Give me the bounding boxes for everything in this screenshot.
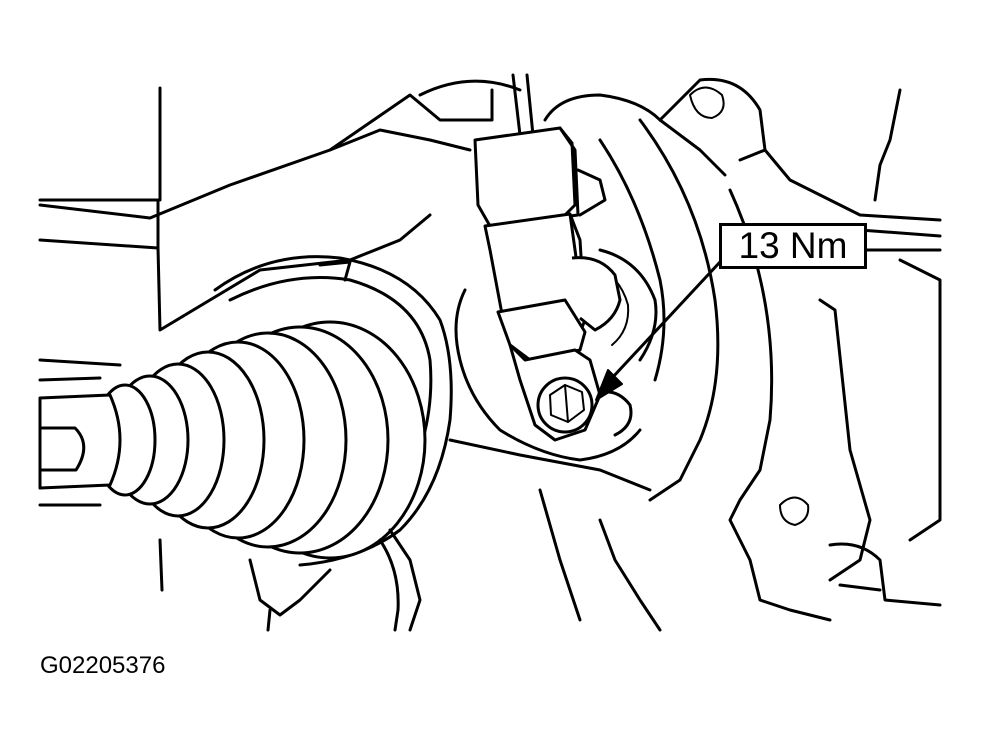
- sensor-bolt: [536, 256, 622, 434]
- sensor-wire: [511, 73, 535, 137]
- torque-leader-arrow: [595, 260, 722, 401]
- sensor-mounting-boss: [448, 248, 658, 492]
- harness-bracket: [248, 528, 422, 632]
- transmission-housing: [38, 77, 942, 632]
- figure-id: G02205376: [40, 652, 166, 679]
- cv-joint-boot: [38, 255, 453, 567]
- torque-spec-label: 13 Nm: [719, 223, 867, 269]
